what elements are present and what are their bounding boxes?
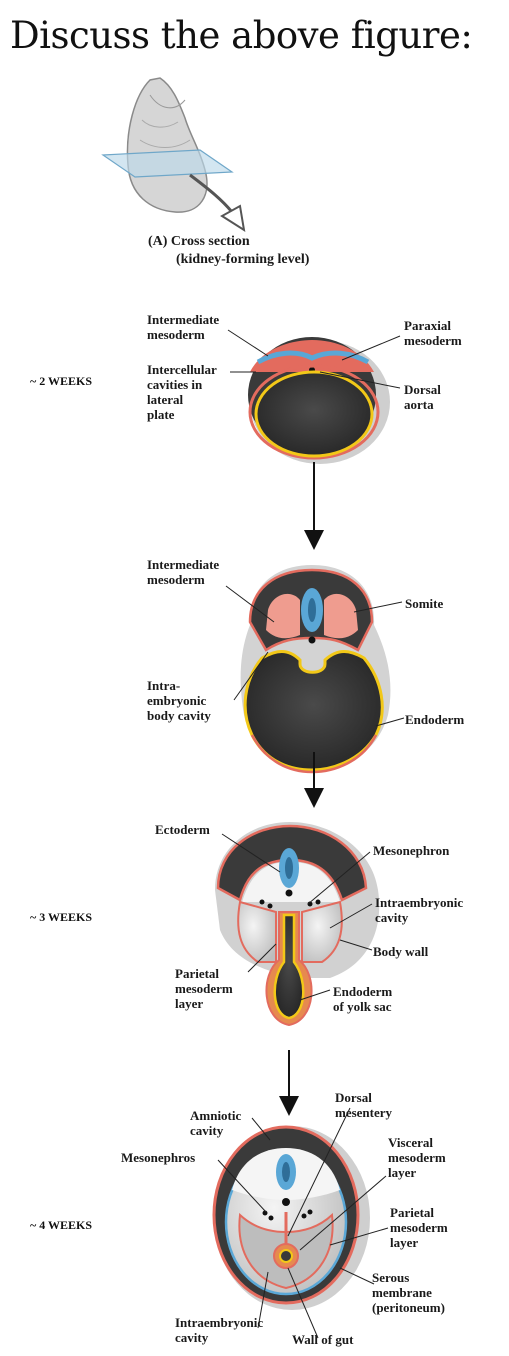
label-somite: Somite	[405, 596, 444, 611]
label-intraembryonic-cavity-3: Intraembryonic cavity	[375, 895, 464, 925]
week-label-2: ~ 2 WEEKS	[30, 374, 93, 388]
week-label-4: ~ 4 WEEKS	[30, 1218, 93, 1232]
label-serous-membrane: Serous membrane (peritoneum)	[372, 1270, 445, 1315]
label-wall-of-gut: Wall of gut	[292, 1332, 354, 1347]
stage-2-cross-section	[240, 565, 391, 774]
stage-4-cross-section	[212, 1125, 370, 1310]
label-mesonephron: Mesonephron	[373, 843, 450, 858]
label-endoderm-yolk-sac: Endoderm of yolk sac	[333, 984, 393, 1014]
label-mesonephros: Mesonephros	[121, 1150, 196, 1165]
label-amniotic-cavity: Amniotic cavity	[190, 1108, 242, 1138]
label-intraembryonic-body-cavity: Intra- embryonic body cavity	[147, 678, 211, 723]
page-heading: Discuss the above figure:	[10, 14, 473, 57]
label-parietal-mesoderm-3: Parietal mesoderm layer	[175, 966, 233, 1011]
label-intercellular-cavities: Intercellular cavities in lateral plate	[147, 362, 217, 422]
embryo-sketch	[126, 77, 208, 213]
caption-line-1: (A) Cross section	[148, 234, 250, 249]
label-body-wall: Body wall	[373, 944, 429, 959]
label-intermediate-mesoderm-2: Intermediate mesoderm	[147, 557, 220, 587]
stage-3-cross-section	[215, 822, 380, 1027]
stage-1-cross-section	[248, 337, 390, 464]
label-dorsal-mesentery: Dorsal mesentery	[335, 1090, 393, 1120]
leader-lines	[217, 329, 405, 1339]
label-intermediate-mesoderm-1: Intermediate mesoderm	[147, 312, 220, 342]
week-label-3: ~ 3 WEEKS	[30, 910, 93, 924]
section-plane	[101, 149, 234, 178]
label-endoderm: Endoderm	[405, 712, 465, 727]
label-intraembryonic-cavity-4: Intraembryonic cavity	[175, 1315, 264, 1345]
label-visceral-mesoderm: Visceral mesoderm layer	[388, 1135, 446, 1180]
label-ectoderm: Ectoderm	[155, 822, 210, 837]
section-arrow	[189, 173, 246, 233]
label-dorsal-aorta: Dorsal aorta	[404, 382, 441, 412]
caption-line-2: (kidney-forming level)	[176, 252, 310, 267]
label-parietal-mesoderm-4: Parietal mesoderm layer	[390, 1205, 448, 1250]
label-paraxial-mesoderm: Paraxial mesoderm	[404, 318, 462, 348]
